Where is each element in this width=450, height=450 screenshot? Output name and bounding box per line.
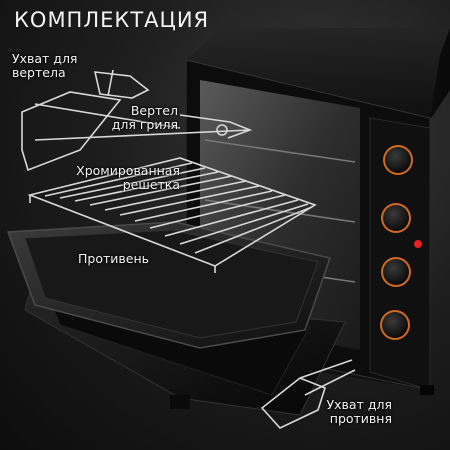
grill-spit [21, 91, 253, 172]
page-title: КОМПЛЕКТАЦИЯ [14, 8, 210, 32]
spit-handle [93, 69, 150, 99]
label-tray-handle: Ухват для противня [326, 397, 392, 426]
indicator-light-icon [414, 240, 422, 248]
label-baking-tray: Противень [78, 251, 149, 266]
oven-knob-icon [380, 145, 413, 340]
label-chrome-rack: Хромированная решетка [76, 163, 180, 192]
label-grill-spit: Вертел для гриля [111, 103, 178, 132]
baking-tray [6, 221, 331, 349]
chrome-rack [27, 157, 317, 273]
tray-handle [260, 359, 356, 429]
label-spit-handle: Ухват для вертела [12, 51, 78, 80]
